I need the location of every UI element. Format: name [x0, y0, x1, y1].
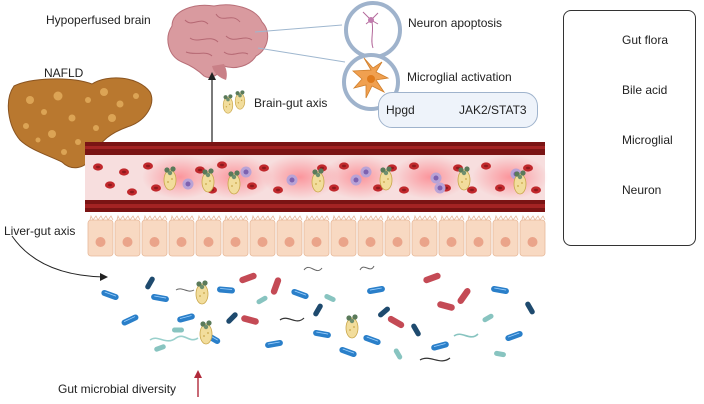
- epithelial-nucleus: [149, 237, 160, 247]
- epithelial-nucleus: [392, 237, 403, 247]
- hpgd-label: Hpgd: [386, 103, 415, 117]
- epithelial-nucleus: [527, 237, 538, 247]
- epithelial-nucleus: [338, 237, 349, 247]
- hypoperfused-brain-label: Hypoperfused brain: [46, 13, 151, 27]
- liver-icon: [7, 77, 153, 169]
- epithelial-nucleus: [500, 237, 511, 247]
- epithelial-nucleus: [95, 237, 106, 247]
- epithelial-nucleus: [446, 237, 457, 247]
- legend: [563, 10, 696, 246]
- pathway-box: [378, 92, 538, 128]
- microglial-activation-label: Microglial activation: [407, 70, 512, 84]
- brain-icon: [167, 4, 269, 80]
- gut-microbiota: [100, 265, 536, 362]
- epithelial-nucleus: [257, 237, 268, 247]
- epithelial-nucleus: [203, 237, 214, 247]
- epithelial-nucleus: [419, 237, 430, 247]
- epithelial-nucleus: [311, 237, 322, 247]
- epithelial-nucleus: [230, 237, 241, 247]
- epithelial-nucleus: [122, 237, 133, 247]
- intestinal-epithelium: [87, 214, 546, 257]
- legend-item-bile-acid: Bile acid: [622, 83, 668, 97]
- jak2-stat3-label: JAK2/STAT3: [459, 103, 527, 117]
- nafld-label: NAFLD: [44, 66, 84, 80]
- epithelial-nucleus: [365, 237, 376, 247]
- liver-gut-axis-label: Liver-gut axis: [4, 224, 76, 238]
- legend-item-microglial: Microglial: [622, 133, 673, 147]
- epithelial-nucleus: [176, 237, 187, 247]
- epithelial-nucleus: [284, 237, 295, 247]
- neuron-apoptosis-circle: [344, 1, 402, 59]
- neuron-apoptosis-label: Neuron apoptosis: [408, 16, 503, 30]
- gut-microbial-diversity-label: Gut microbial diversity: [58, 382, 177, 396]
- brain-gut-axis-label: Brain-gut axis: [254, 96, 328, 110]
- epithelial-nucleus: [473, 237, 484, 247]
- legend-item-neuron: Neuron: [622, 183, 662, 197]
- legend-item-gut-flora: Gut flora: [622, 33, 669, 47]
